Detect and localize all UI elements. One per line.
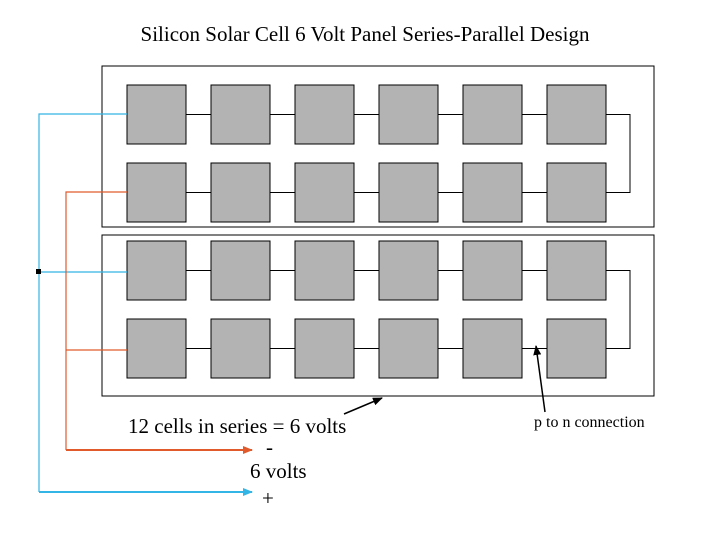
solar-cell xyxy=(126,318,187,379)
solar-cell xyxy=(294,318,355,379)
solar-cell xyxy=(462,318,523,379)
solar-cell xyxy=(462,162,523,223)
solar-cell xyxy=(126,240,187,301)
solar-cell xyxy=(126,84,187,145)
solar-cell xyxy=(546,240,607,301)
solar-cell xyxy=(378,84,439,145)
series-label: 12 cells in series = 6 volts xyxy=(128,414,347,438)
negative-sign-label: - xyxy=(266,435,273,459)
solar-cell xyxy=(378,318,439,379)
solar-cell xyxy=(210,84,271,145)
solar-cell xyxy=(546,84,607,145)
solar-cell xyxy=(294,240,355,301)
negative-wiring xyxy=(65,191,127,450)
row-return-wire xyxy=(606,270,631,349)
diagram-title: Silicon Solar Cell 6 Volt Panel Series-P… xyxy=(140,22,590,46)
solar-cell xyxy=(294,84,355,145)
series-arrow xyxy=(343,397,383,415)
panel-top-border xyxy=(101,65,655,228)
solar-cell xyxy=(294,162,355,223)
solar-cell xyxy=(210,318,271,379)
solar-cell xyxy=(126,162,187,223)
positive-sign-label: + xyxy=(262,486,274,510)
pn-connection-arrow xyxy=(533,345,546,413)
solar-cell xyxy=(210,162,271,223)
pn-connection-label: p to n connection xyxy=(534,414,645,431)
solar-cell xyxy=(546,162,607,223)
panel-bottom-border xyxy=(101,234,655,397)
junction-dot xyxy=(36,269,41,274)
solar-cell xyxy=(462,240,523,301)
positive-wiring xyxy=(38,113,127,492)
voltage-label: 6 volts xyxy=(250,459,307,483)
solar-cell xyxy=(210,240,271,301)
solar-cell xyxy=(378,240,439,301)
solar-cell xyxy=(546,318,607,379)
solar-cell xyxy=(462,84,523,145)
row-return-wire xyxy=(606,114,631,193)
solar-cell xyxy=(378,162,439,223)
